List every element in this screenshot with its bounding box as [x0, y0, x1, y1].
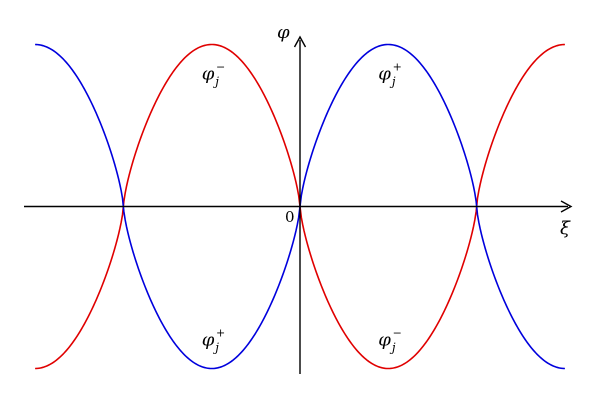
x-axis-label: ξ [560, 218, 571, 239]
y-axis-label: φ [277, 22, 290, 43]
annotation-label-3: φj− [378, 326, 402, 354]
curve-annotations: φj− φj+ φj+ φj− [202, 61, 402, 355]
y-axis-arrow [293, 35, 307, 48]
origin-label: 0 [285, 208, 295, 226]
annotation-label-2: φj+ [202, 326, 226, 354]
x-axis-arrow [560, 200, 573, 213]
annotation-label-1: φj+ [378, 61, 402, 89]
axes [24, 35, 573, 374]
annotation-label-0: φj− [202, 61, 226, 89]
